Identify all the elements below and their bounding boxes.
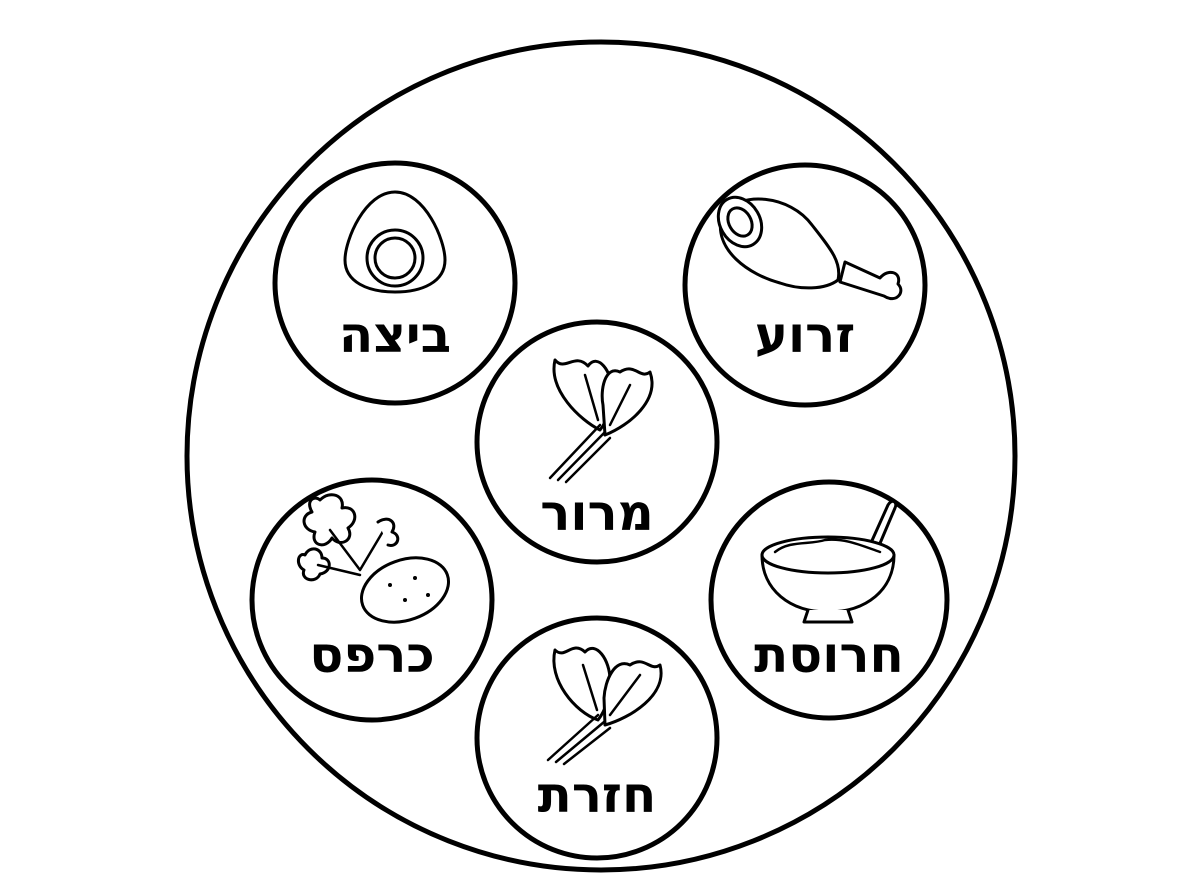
item-label: חרוסת: [754, 626, 904, 684]
item-label: מרור: [540, 484, 654, 542]
item-label: זרוע: [755, 306, 856, 364]
item-charoset: חרוסת: [708, 479, 950, 721]
item-zeroa: זרוע: [682, 162, 928, 408]
parsley-potato-icon: [297, 493, 451, 624]
item-chazeret: חזרת: [474, 615, 720, 861]
item-maror: מרור: [474, 319, 720, 565]
shank-bone-icon: [716, 195, 903, 301]
charoset-bowl-icon: [760, 499, 898, 624]
item-beitzah: ביצה: [272, 160, 518, 406]
item-label: ביצה: [339, 306, 451, 364]
item-karpas: כרפס: [249, 477, 495, 723]
item-label: כרפס: [309, 626, 434, 684]
item-label: חזרת: [538, 766, 657, 824]
lettuce-icon: [546, 646, 663, 766]
bitter-herb-icon: [548, 358, 654, 484]
egg-icon: [343, 190, 447, 294]
item-circle: [474, 319, 720, 565]
